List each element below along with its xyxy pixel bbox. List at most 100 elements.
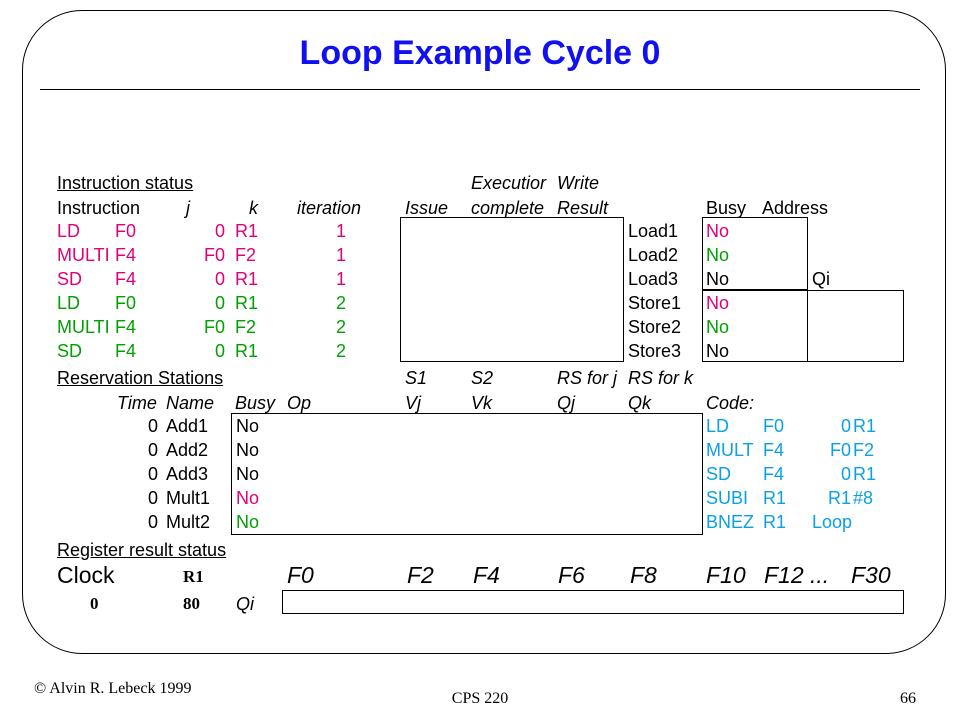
- exec-header-top: Executior: [471, 173, 547, 193]
- rs-busy-header: Busy: [235, 393, 276, 413]
- rs-busy: No: [236, 464, 260, 484]
- code-op: MULT: [706, 440, 754, 460]
- register-qi-label: Qi: [236, 594, 254, 614]
- register-header: F0: [287, 562, 314, 588]
- rs-busy: No: [236, 488, 260, 508]
- instruction-j: F0: [203, 317, 225, 337]
- register-header: F6: [558, 562, 585, 588]
- rs-name: Mult1: [166, 488, 211, 508]
- code-operand-b: F0: [829, 440, 851, 460]
- instruction-j: 0: [214, 293, 225, 313]
- instruction-op: MULTI: [57, 317, 110, 337]
- code-operand-b: 0: [840, 416, 851, 436]
- rs-busy: No: [236, 512, 260, 532]
- slide-frame: [22, 10, 946, 654]
- r1-value: 80: [183, 594, 200, 613]
- busy-header: Busy: [706, 198, 747, 218]
- buffer-name: Load2: [628, 245, 679, 265]
- instruction-j: 0: [214, 269, 225, 289]
- buffer-busy: No: [706, 341, 730, 361]
- code-operand-c: #8: [853, 488, 874, 508]
- code-operand-a: R1: [763, 488, 787, 508]
- title-divider: [40, 89, 920, 90]
- register-header: F2: [407, 562, 434, 588]
- buffer-name: Store1: [628, 293, 682, 313]
- code-operand-a: F4: [763, 440, 785, 460]
- k-header: k: [249, 198, 258, 218]
- register-header: F10: [706, 562, 746, 588]
- iteration-header: iteration: [297, 198, 362, 218]
- code-operand-c: R1: [853, 416, 877, 436]
- instruction-op: LD: [57, 221, 81, 241]
- buffer-name: Load3: [628, 269, 679, 289]
- instruction-k: R1: [235, 221, 259, 241]
- rs-busy: No: [236, 416, 260, 436]
- instruction-k: R1: [235, 293, 259, 313]
- code-op: SUBI: [706, 488, 749, 508]
- clock-label: Clock: [57, 562, 115, 588]
- op-header: Op: [287, 393, 312, 413]
- write-header-top: Write: [557, 173, 599, 193]
- s1-header: S1: [405, 368, 428, 388]
- register-status-box: [282, 590, 904, 614]
- r1-label: R1: [183, 567, 204, 586]
- time-header: Time: [117, 393, 157, 413]
- code-operand-b: R1: [827, 488, 851, 508]
- instruction-dst: F0: [115, 221, 137, 241]
- load-busy-box: [702, 217, 808, 290]
- vk-header: Vk: [471, 393, 493, 413]
- instruction-iteration: 1: [335, 221, 346, 241]
- code-operand-b: Loop: [812, 512, 853, 532]
- instruction-k: F2: [235, 317, 257, 337]
- exec-header-bottom: complete: [471, 198, 545, 218]
- buffer-name: Store3: [628, 341, 682, 361]
- buffer-busy: No: [706, 317, 730, 337]
- buffer-busy: No: [706, 269, 730, 289]
- instruction-op: SD: [57, 269, 83, 289]
- instruction-dst: F0: [115, 293, 137, 313]
- address-header: Address: [762, 198, 829, 218]
- instruction-header: Instruction: [57, 198, 141, 218]
- instruction-dst: F4: [115, 245, 137, 265]
- rs-time: 0: [147, 512, 158, 532]
- buffer-name: Store2: [628, 317, 682, 337]
- instruction-j: F0: [203, 245, 225, 265]
- instruction-op: MULTI: [57, 245, 110, 265]
- rs-time: 0: [147, 440, 158, 460]
- write-header-bottom: Result: [557, 198, 609, 218]
- instruction-j: 0: [214, 341, 225, 361]
- instruction-k: R1: [235, 269, 259, 289]
- issue-header: Issue: [405, 198, 449, 218]
- code-operand-b: 0: [840, 464, 851, 484]
- rs-busy: No: [236, 440, 260, 460]
- page-number: 66: [900, 690, 916, 707]
- rs-name: Add3: [166, 464, 209, 484]
- s2-header: S2: [471, 368, 494, 388]
- code-operand-a: R1: [763, 512, 787, 532]
- slide-title: Loop Example Cycle 0: [299, 34, 661, 72]
- rs-name: Add2: [166, 440, 209, 460]
- name-header: Name: [166, 393, 215, 413]
- vj-header: Vj: [405, 393, 422, 413]
- code-op: LD: [706, 416, 730, 436]
- register-header: F30: [851, 562, 891, 588]
- buffer-busy: No: [706, 221, 730, 241]
- register-header: F12 ...: [764, 562, 830, 588]
- rs-for-k-header: RS for k: [628, 368, 694, 388]
- store-address-divider: [807, 290, 808, 362]
- rs-name: Add1: [166, 416, 209, 436]
- instruction-status-heading: Instruction status: [57, 173, 194, 193]
- reservation-stations-box: [231, 413, 703, 535]
- code-operand-a: F4: [763, 464, 785, 484]
- instruction-dst: F4: [115, 317, 137, 337]
- qj-header: Qj: [557, 393, 575, 413]
- instruction-op: LD: [57, 293, 81, 313]
- instruction-iteration: 2: [335, 341, 346, 361]
- instruction-iteration: 1: [335, 245, 346, 265]
- instruction-op: SD: [57, 341, 83, 361]
- code-operand-c: R1: [853, 464, 877, 484]
- code-op: BNEZ: [706, 512, 755, 532]
- instruction-dst: F4: [115, 341, 137, 361]
- code-operand-c: F2: [853, 440, 875, 460]
- store-box: [702, 290, 904, 362]
